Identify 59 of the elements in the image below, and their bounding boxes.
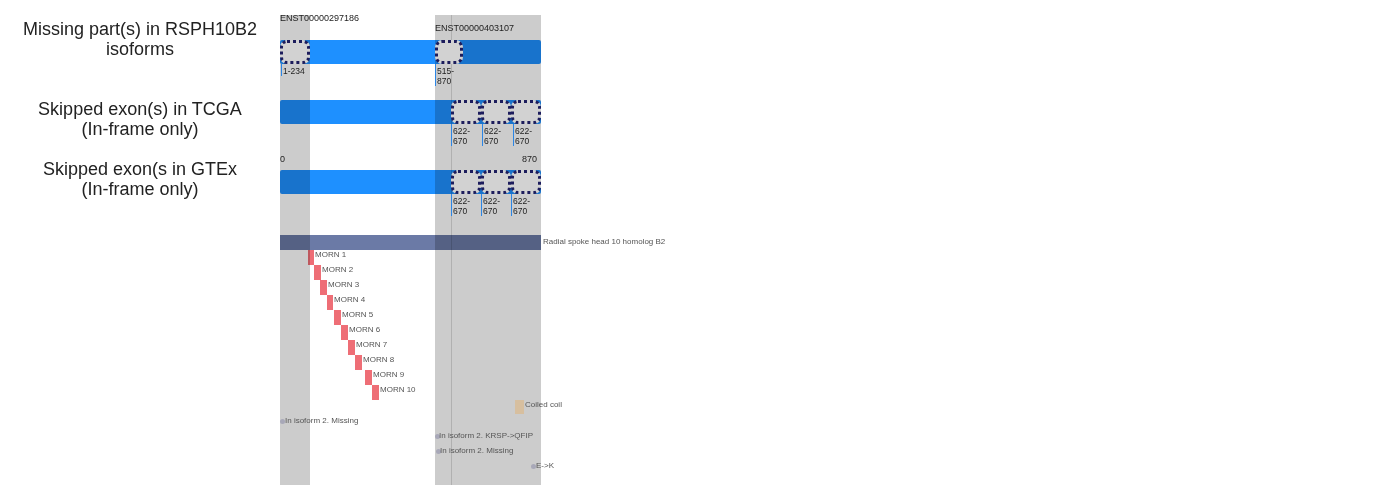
feature-label: Radial spoke head 10 homolog B2	[543, 237, 666, 247]
axis-label: 0	[280, 154, 285, 164]
repeat-bar	[327, 295, 333, 310]
feature-label: MORN 7	[356, 340, 388, 350]
dotted-region-box	[451, 100, 481, 124]
repeat-bar	[308, 250, 314, 265]
feature-label: Coiled coil	[525, 400, 562, 410]
range-label: 515-870	[435, 66, 456, 86]
axis-label: 870	[522, 154, 538, 164]
feature-label: MORN 8	[363, 355, 395, 365]
track-title: Skipped exon(s in GTEx (In-frame only)	[41, 159, 239, 199]
annotation-label: In isoform 2. Missing	[285, 416, 359, 426]
domain-bar	[280, 235, 541, 250]
dotted-region-box	[511, 100, 541, 124]
range-label: 622-670	[511, 196, 532, 216]
annotation-label: In isoform 2. KRSP->QFIP	[439, 431, 534, 441]
repeat-bar	[320, 280, 327, 295]
dotted-region-box	[451, 170, 481, 194]
repeat-bar	[314, 265, 321, 280]
repeat-bar	[334, 310, 341, 325]
transcript-id: ENST00000403107	[435, 23, 515, 33]
leader-line	[481, 193, 482, 217]
track-title: Skipped exon(s) in TCGA (In-frame only)	[37, 99, 243, 139]
dotted-region-box	[481, 170, 511, 194]
feature-label: MORN 6	[349, 325, 381, 335]
dotted-region-box	[280, 40, 310, 64]
range-label: 1-234	[281, 66, 307, 76]
feature-label: MORN 9	[373, 370, 405, 380]
feature-label: MORN 3	[328, 280, 360, 290]
feature-label: MORN 4	[334, 295, 366, 305]
range-label: 622-670	[513, 126, 534, 146]
dotted-region-box	[481, 100, 511, 124]
coil-bar	[515, 400, 524, 414]
repeat-bar	[348, 340, 355, 355]
leader-line	[482, 123, 483, 147]
leader-line	[451, 123, 452, 147]
leader-line	[451, 193, 452, 217]
feature-label: MORN 2	[322, 265, 354, 275]
repeat-bar	[355, 355, 362, 370]
leader-line	[281, 63, 282, 77]
repeat-bar	[372, 385, 379, 400]
range-label: 622-670	[481, 196, 502, 216]
dotted-region-box	[435, 40, 463, 64]
annotation-label: In isoform 2. Missing	[440, 446, 514, 456]
range-label: 622-670	[451, 126, 472, 146]
transcript-id: ENST00000297186	[280, 13, 360, 23]
annotation-label: E->K	[536, 461, 554, 471]
repeat-bar	[365, 370, 372, 385]
feature-label: MORN 10	[380, 385, 416, 395]
range-label: 622-670	[482, 126, 503, 146]
dotted-region-box	[511, 170, 541, 194]
leader-line	[435, 63, 436, 87]
leader-line	[511, 193, 512, 217]
feature-label: MORN 1	[315, 250, 347, 260]
leader-line	[513, 123, 514, 147]
range-label: 622-670	[451, 196, 472, 216]
track-title: Missing part(s) in RSPH10B2 isoforms	[21, 19, 259, 59]
repeat-bar	[341, 325, 348, 340]
feature-label: MORN 5	[342, 310, 374, 320]
